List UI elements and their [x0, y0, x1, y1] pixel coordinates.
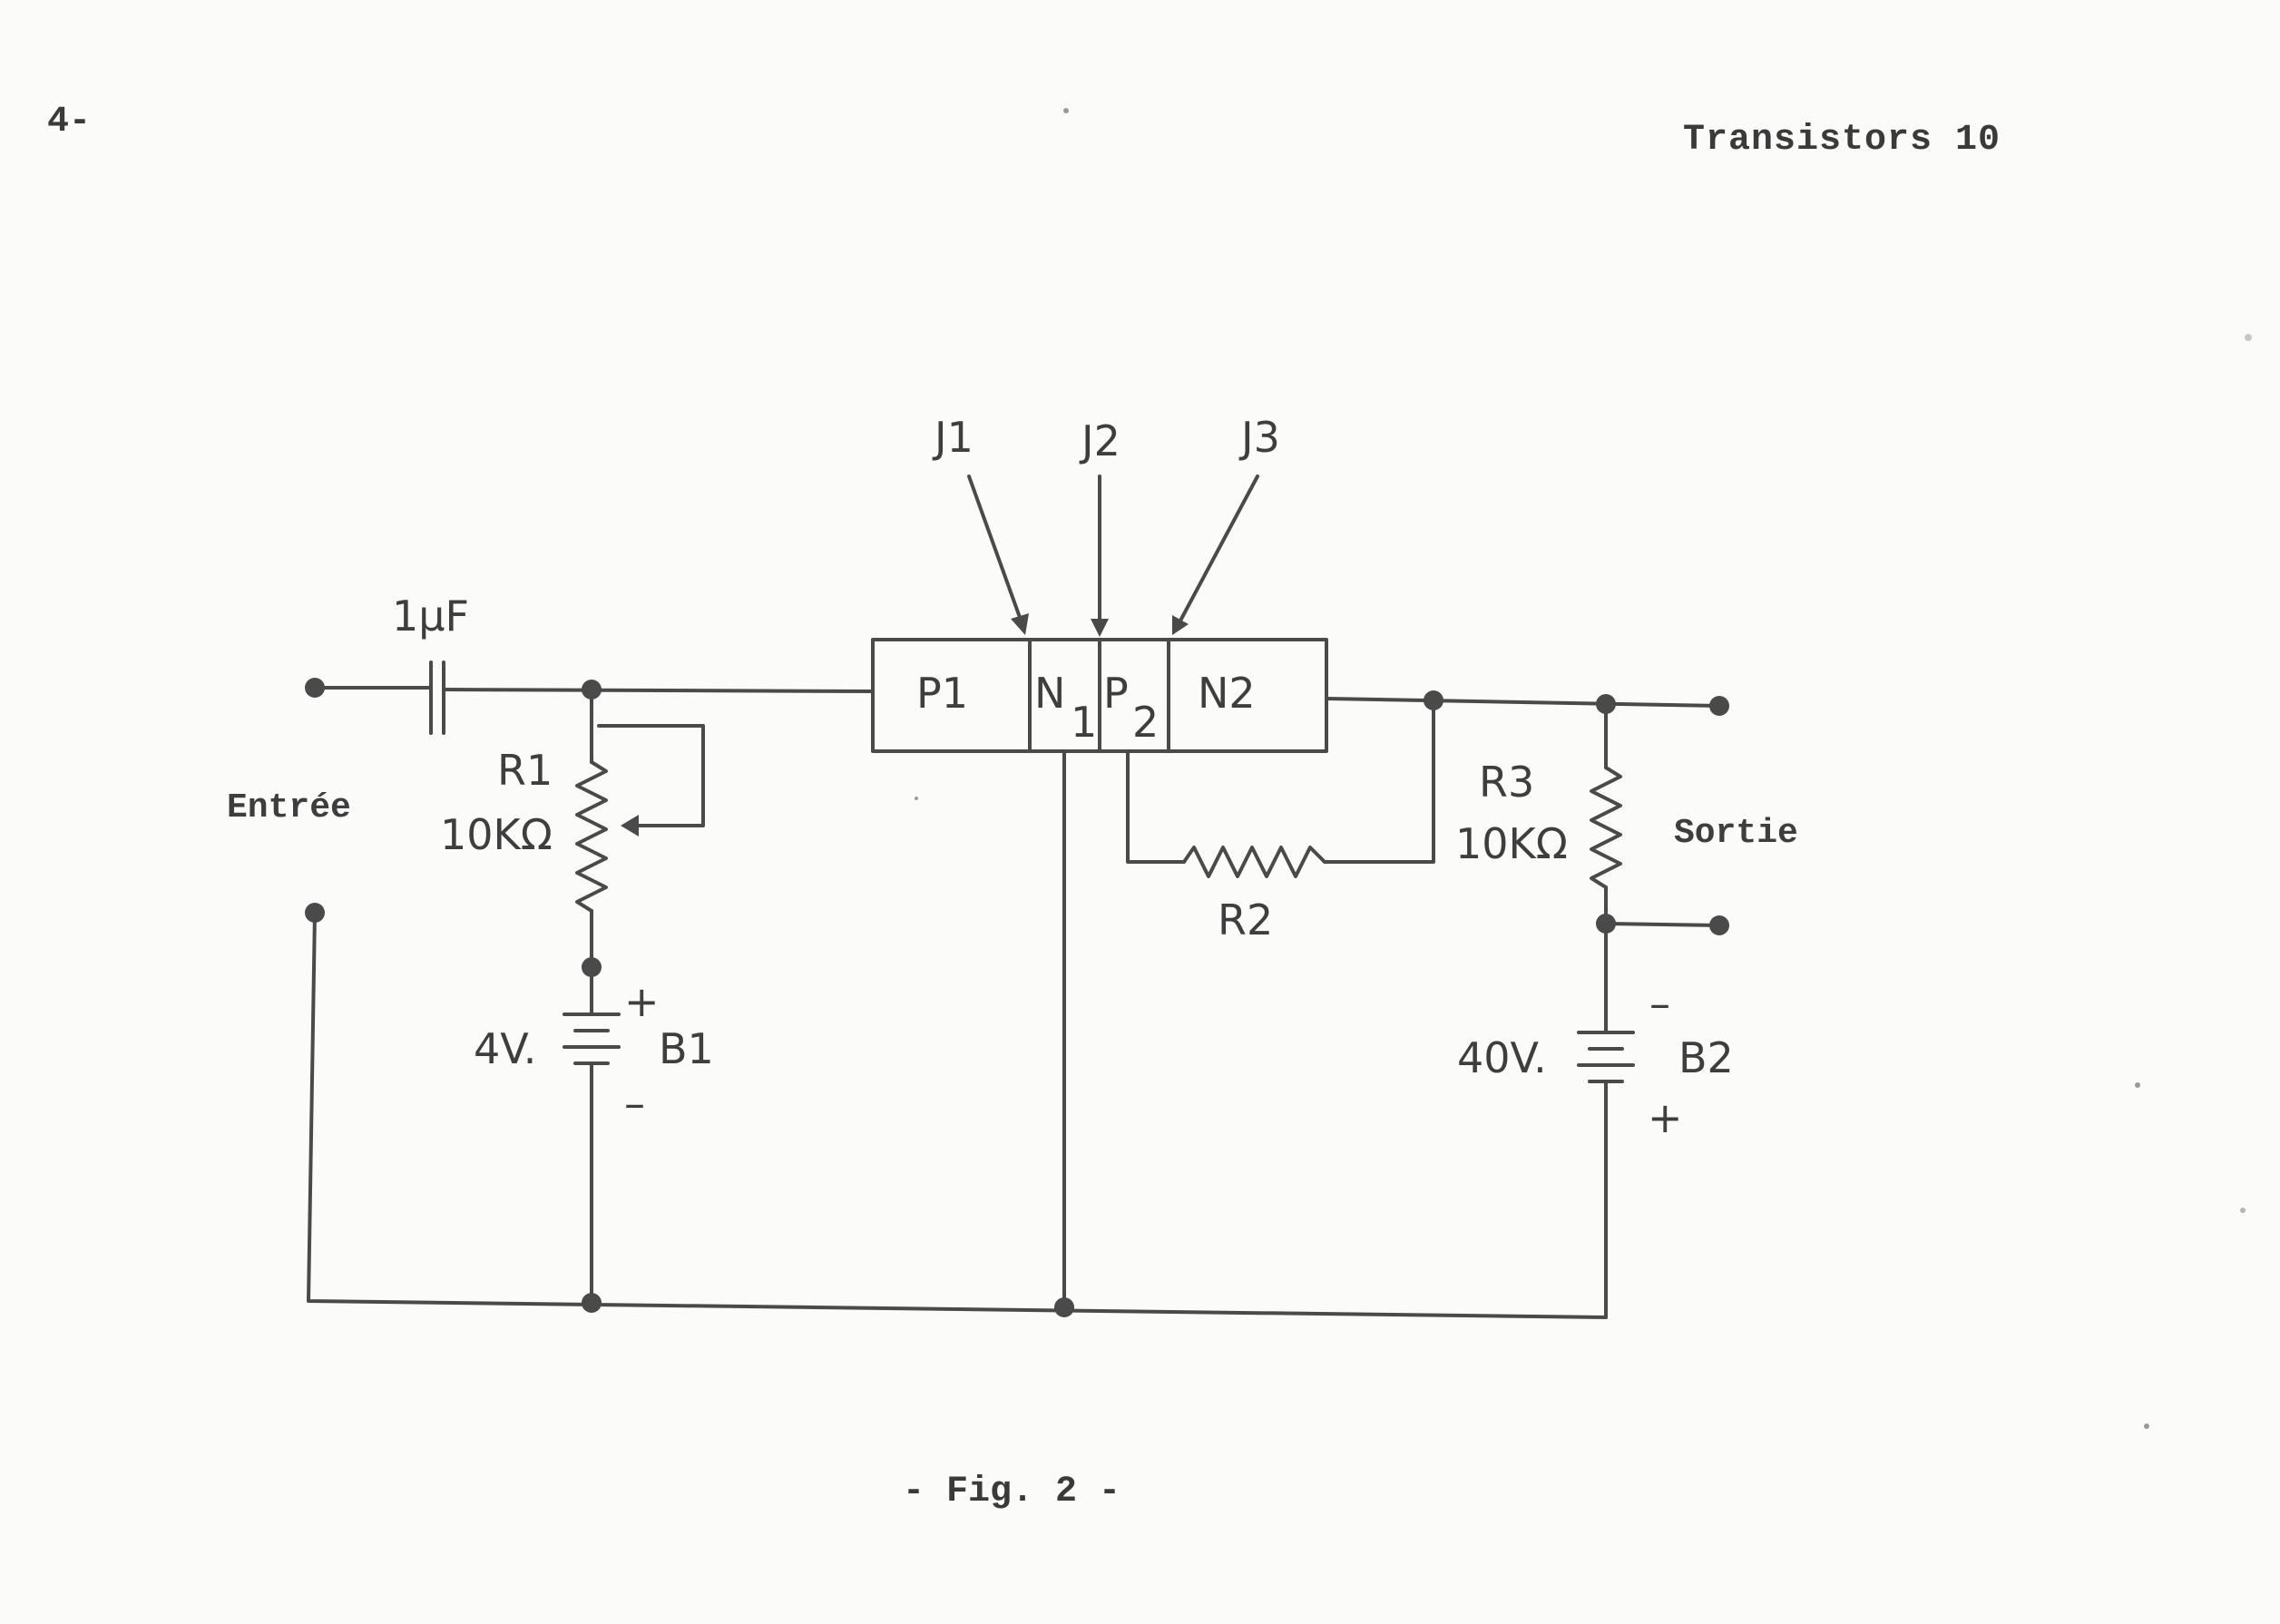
- b2-name: B2: [1678, 1033, 1734, 1082]
- region-n1-subscript: 1: [1071, 698, 1097, 747]
- label-j1: J1: [932, 413, 974, 462]
- node-ground-n1: [1054, 1297, 1074, 1317]
- b1-plus: +: [624, 977, 660, 1026]
- r1-wiper-wire: [597, 724, 705, 827]
- arrow-j2-head: [1091, 619, 1109, 637]
- r3-value: 10KΩ: [1455, 819, 1568, 868]
- ground-wire: [307, 911, 1608, 1319]
- r2-wire-left: [1126, 749, 1186, 864]
- figure-caption: - Fig. 2 -: [903, 1472, 1121, 1512]
- output-terminal-top: [1709, 696, 1729, 716]
- output-wire-top: [1325, 697, 1721, 708]
- speck: [915, 797, 918, 800]
- scan-specks: [915, 108, 2252, 1429]
- output-label: Sortie: [1674, 814, 1798, 853]
- b2-minus: –: [1649, 979, 1670, 1028]
- r1-name: R1: [497, 746, 553, 795]
- arrow-j3-head: [1172, 615, 1189, 635]
- r3-zigzag: [1590, 766, 1622, 889]
- r1-value: 10KΩ: [440, 810, 553, 859]
- region-n2: N2: [1198, 669, 1256, 718]
- label-j3: J3: [1238, 413, 1280, 462]
- speck: [1063, 108, 1069, 113]
- node-ground-b1: [582, 1293, 602, 1313]
- r1-zigzag: [575, 760, 608, 913]
- page-number: 4-: [47, 102, 92, 142]
- r3-name: R3: [1479, 758, 1534, 807]
- r1-wiper-arrow: [621, 815, 639, 836]
- input-label: Entrée: [227, 788, 351, 827]
- node-r2-out: [1424, 690, 1443, 710]
- output-wire-bottom: [1604, 922, 1721, 927]
- arrow-j1-head: [1011, 613, 1029, 635]
- b1-voltage: 4V.: [474, 1024, 536, 1073]
- b2-voltage: 40V.: [1457, 1033, 1547, 1082]
- middle-circuit: R2: [1062, 699, 1435, 1306]
- junction-markers: J1 J2 J3: [932, 413, 1280, 637]
- r2-wire-right: [1323, 699, 1435, 864]
- r2-name: R2: [1218, 895, 1273, 944]
- region-p1: P1: [916, 669, 968, 718]
- b2-plus: +: [1648, 1093, 1683, 1142]
- ground-return: [307, 911, 1608, 1319]
- b1-name: B1: [659, 1024, 714, 1073]
- region-n1: N: [1034, 669, 1065, 718]
- speck: [2135, 1082, 2140, 1088]
- capacitor-label: 1µF: [392, 592, 469, 641]
- speck: [2245, 334, 2252, 341]
- arrow-j3: [1178, 474, 1259, 624]
- speck: [2144, 1423, 2149, 1429]
- input-wire-2: [442, 688, 875, 693]
- speck: [2240, 1208, 2246, 1213]
- b1-minus: –: [624, 1079, 645, 1128]
- input-circuit: Entrée 1µF R1 10KΩ + –: [227, 592, 875, 1305]
- region-p2: P: [1103, 669, 1129, 718]
- arrow-j1: [967, 474, 1023, 624]
- region-p2-subscript: 2: [1132, 698, 1159, 747]
- output-circuit: R3 10KΩ Sortie – + 40V. B2: [1325, 690, 1798, 1319]
- pnpn-device: P1 N 1 P 2 N2: [871, 638, 1328, 753]
- r2-zigzag: [1182, 846, 1326, 878]
- document-title: Transistors 10: [1683, 120, 2001, 161]
- output-terminal-bottom: [1709, 915, 1729, 935]
- label-j2: J2: [1079, 416, 1120, 465]
